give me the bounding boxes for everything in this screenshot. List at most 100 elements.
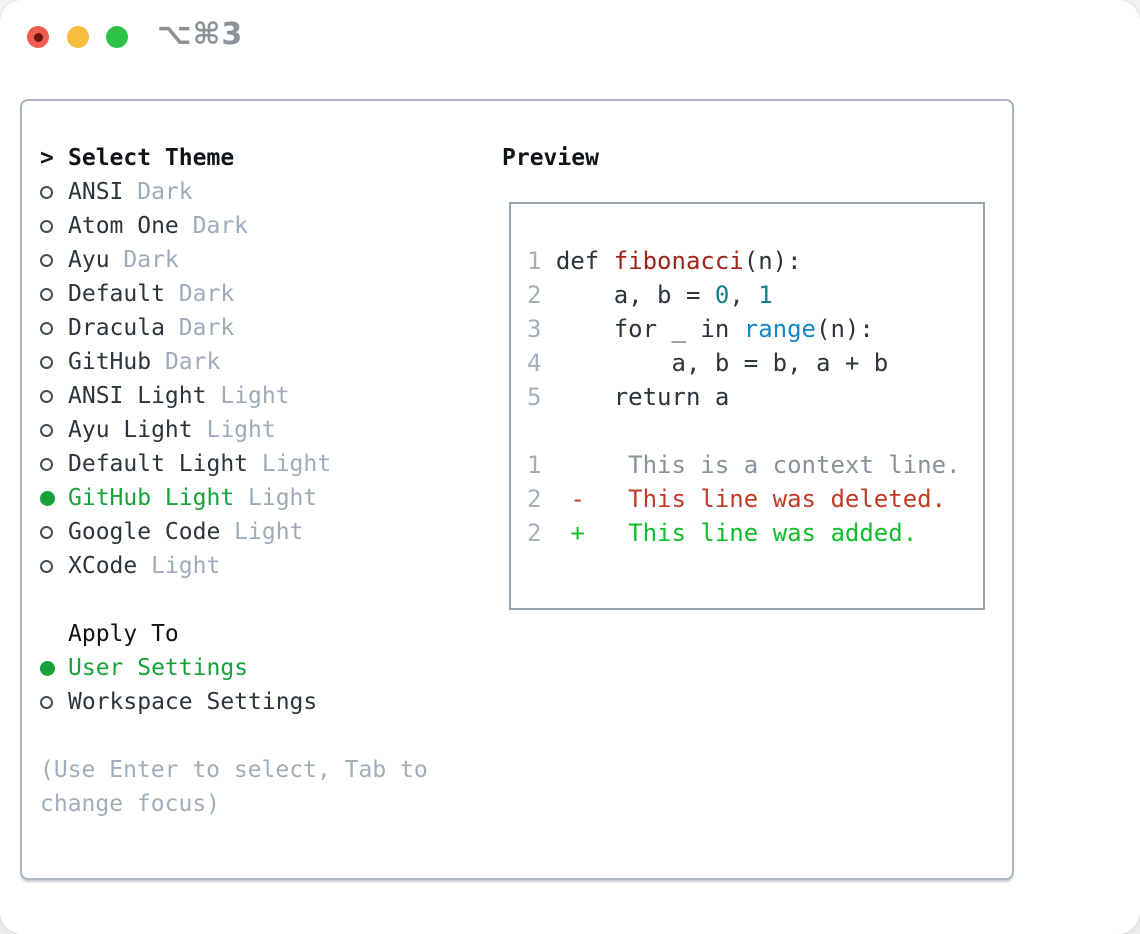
code-segment: This is a context line.: [555, 451, 961, 479]
code-line: 5 return a: [527, 380, 960, 414]
hint-line-1: (Use Enter to select, Tab to: [40, 757, 428, 783]
code-segment: + This line was added.: [570, 519, 918, 547]
option-label: GitHub: [68, 349, 152, 375]
radio-unselected-icon: [40, 389, 53, 403]
select-theme-title: Select Theme: [68, 145, 235, 171]
radio-unselected-icon: [40, 695, 53, 709]
radio-selected-icon: [40, 660, 55, 676]
option-variant-label: Light: [261, 451, 332, 477]
zoom-button[interactable]: [106, 26, 128, 48]
code-segment: a, b =: [555, 281, 715, 309]
radio-gutter: [40, 423, 68, 437]
option-variant-label: Dark: [178, 281, 235, 307]
code-segment: 0: [714, 281, 730, 309]
radio-unselected-icon: [40, 185, 53, 199]
close-button[interactable]: [27, 26, 49, 48]
radio-gutter: [40, 355, 68, 369]
code-segment: (n):: [743, 247, 802, 275]
spacer: [40, 719, 428, 753]
option-variant-label: Dark: [137, 179, 193, 205]
code-segment: 3: [527, 315, 556, 343]
option-variant-label: Dark: [192, 213, 249, 239]
option-label: Workspace Settings: [68, 689, 318, 715]
radio-gutter: [40, 219, 68, 233]
code-line: 4 a, b = b, a + b: [527, 346, 960, 380]
code-segment: for _ in: [555, 315, 744, 343]
code-segment: return a: [555, 383, 730, 411]
code-line: 2 + This line was added.: [527, 516, 960, 550]
code-segment: def: [555, 247, 614, 275]
theme-option[interactable]: GitHub Light Light: [40, 481, 428, 515]
option-label: GitHub Light: [68, 485, 235, 511]
apply-option[interactable]: Workspace Settings: [40, 685, 428, 719]
option-label: User Settings: [68, 655, 249, 681]
code-segment: [556, 519, 570, 547]
hint-line-2: change focus): [40, 791, 221, 817]
option-variant-label: Dark: [123, 247, 179, 273]
minimize-button[interactable]: [67, 26, 89, 48]
apply-to-label-text: Apply To: [68, 621, 179, 647]
theme-option[interactable]: Default Light Light: [40, 447, 428, 481]
radio-unselected-icon: [40, 423, 53, 437]
preview-heading: Preview: [502, 145, 599, 171]
close-button-dot-icon: [33, 32, 43, 42]
window-title: ⌥⌘3: [157, 17, 244, 52]
code-line: 3 for _ in range(n):: [527, 312, 960, 346]
option-label: Atom One: [68, 213, 179, 239]
radio-unselected-icon: [40, 457, 53, 471]
theme-option[interactable]: Ayu Dark: [40, 243, 428, 277]
code-segment: 2: [527, 485, 556, 513]
radio-gutter: [40, 389, 68, 403]
theme-option[interactable]: Atom One Dark: [40, 209, 428, 243]
theme-option[interactable]: Dracula Dark: [40, 311, 428, 345]
code-segment: - This line was deleted.: [570, 485, 947, 513]
code-segment: ,: [729, 281, 759, 309]
code-line: 2 a, b = 0, 1: [527, 278, 960, 312]
radio-unselected-icon: [40, 355, 53, 369]
code-line: [527, 414, 960, 448]
theme-option[interactable]: Default Dark: [40, 277, 428, 311]
code-segment: 2: [527, 519, 556, 547]
selection-caret-icon: >: [40, 145, 54, 171]
code-segment: 2: [527, 281, 556, 309]
option-label: XCode: [68, 553, 138, 579]
code-segment: a, b = b, a + b: [555, 349, 889, 377]
code-segment: [556, 485, 570, 513]
radio-unselected-icon: [40, 287, 53, 301]
spacer: [40, 583, 428, 617]
titlebar: ⌥⌘3: [0, 0, 1140, 75]
option-label: Google Code: [68, 519, 221, 545]
radio-gutter: [40, 253, 68, 267]
option-label: Dracula: [68, 315, 165, 341]
radio-unselected-icon: [40, 559, 53, 573]
option-variant-label: Light: [220, 383, 290, 409]
option-variant-label: Dark: [178, 315, 235, 341]
code-segment: 1: [758, 281, 773, 309]
option-label: Default: [68, 281, 165, 307]
option-label: Default Light: [68, 451, 249, 477]
apply-option[interactable]: User Settings: [40, 651, 428, 685]
option-variant-label: Light: [206, 417, 276, 443]
option-label: Ayu: [68, 247, 110, 273]
code-line: 1 This is a context line.: [527, 448, 960, 482]
radio-gutter: [40, 457, 68, 471]
code-segment: 1: [527, 451, 556, 479]
option-variant-label: Light: [248, 485, 318, 511]
code-line: 2 - This line was deleted.: [527, 482, 960, 516]
code-segment: range: [743, 315, 816, 343]
code-segment: 1: [527, 247, 556, 275]
radio-unselected-icon: [40, 253, 53, 267]
code-segment: 5: [527, 383, 556, 411]
